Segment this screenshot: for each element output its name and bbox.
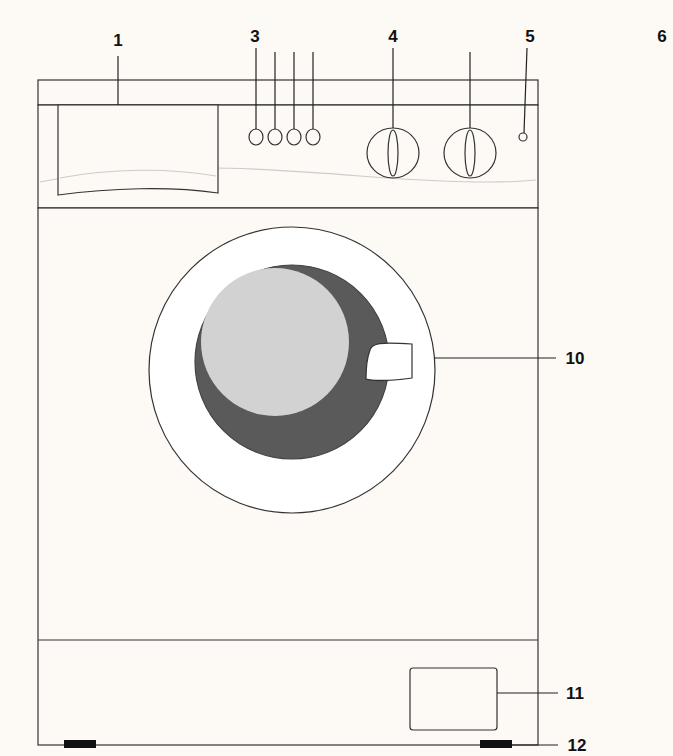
leader-line (434, 357, 556, 358)
leader-line (117, 56, 118, 105)
knob-grip (388, 130, 398, 176)
callout-number: 3 (250, 28, 259, 45)
foot (480, 740, 512, 748)
knob-grip (465, 130, 475, 176)
callout-number: 4 (388, 28, 397, 45)
door-glass (201, 268, 349, 416)
button (249, 129, 263, 145)
cabinet (38, 208, 538, 745)
drawer-curve (60, 170, 216, 178)
door-ring (149, 227, 435, 513)
detergent-drawer (58, 105, 218, 195)
callout-number: 12 (568, 737, 587, 754)
plinth-line (38, 639, 538, 640)
callout-number: 5 (525, 28, 534, 45)
temperature-knob (444, 128, 496, 178)
top-cover (38, 80, 538, 105)
indicator-light (519, 133, 527, 141)
leader-line (312, 52, 313, 129)
button (287, 129, 301, 145)
foot (64, 740, 96, 748)
leader-line (512, 744, 558, 745)
program-knob (367, 128, 419, 178)
leader-line (293, 52, 294, 129)
leader-line (274, 52, 275, 129)
leader-line (255, 48, 256, 129)
leader-line (469, 52, 470, 128)
leader-line (392, 48, 393, 128)
callout-number: 11 (566, 685, 584, 702)
control-panel (38, 105, 538, 208)
callout-number: 1 (113, 32, 122, 49)
callout-number: 10 (566, 350, 585, 367)
door-window (195, 265, 389, 459)
button (306, 129, 320, 145)
door-handle (366, 343, 412, 380)
button (268, 129, 282, 145)
filter-cover (410, 668, 497, 730)
leader-line (497, 692, 558, 693)
callout-number: 6 (657, 28, 666, 45)
leader-line (524, 48, 527, 133)
